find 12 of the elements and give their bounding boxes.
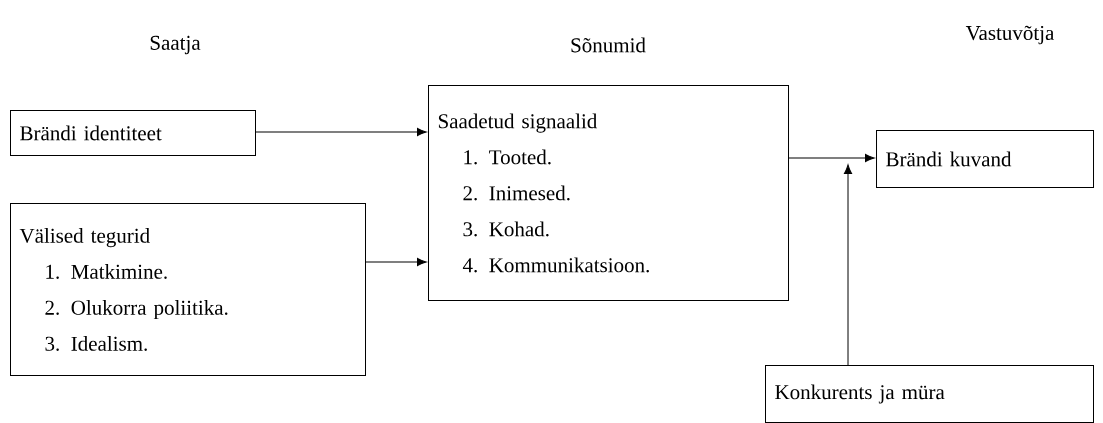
text-box: Brändi identiteet xyxy=(10,110,256,156)
arrow xyxy=(843,164,853,366)
text-box: Saadetud signaalid 1. Tooted. 2. Inimesed. 3. Kohad. 4. Kommunikatsioon. xyxy=(428,85,789,301)
text-box: Konkurents ja müra xyxy=(765,365,1094,423)
arrow xyxy=(255,127,427,137)
heading-label: Saatja xyxy=(150,35,201,55)
text-box: Brändi kuvand xyxy=(876,130,1094,188)
text-box: Välised tegurid 1. Matkimine. 2. Olukorra poliitika. 3. Idealism. xyxy=(10,203,366,376)
arrow xyxy=(788,153,875,163)
arrow xyxy=(365,257,427,267)
heading-label: Vastuvõtja xyxy=(965,25,1055,45)
heading-label: Sõnumid xyxy=(571,37,646,53)
